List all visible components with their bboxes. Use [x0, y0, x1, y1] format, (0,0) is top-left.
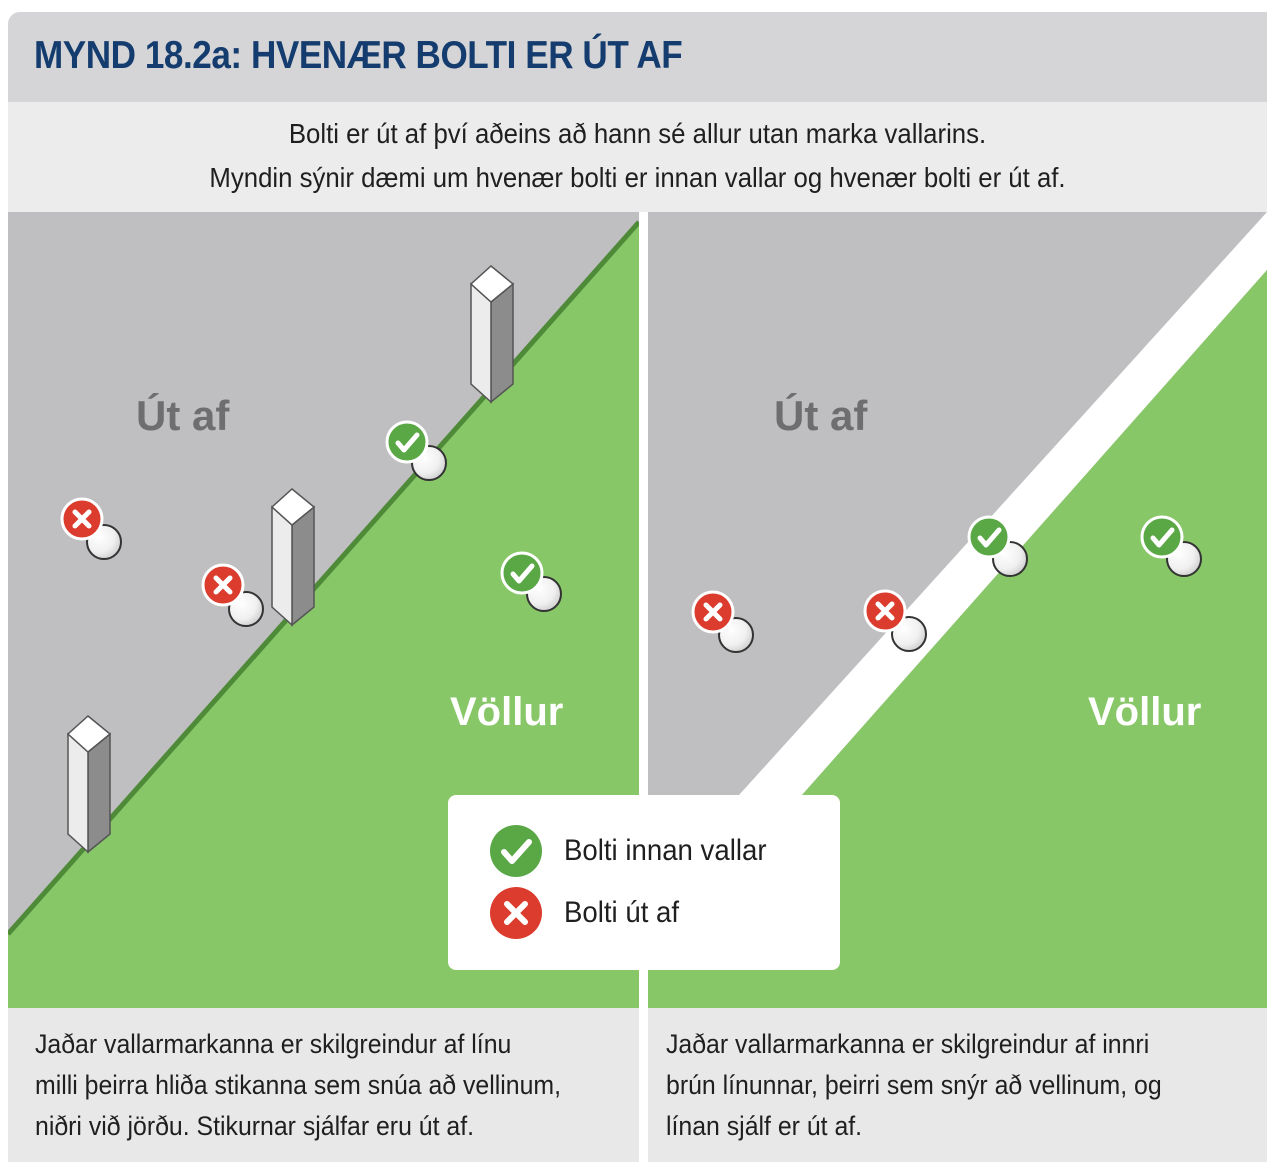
- boundary-stake-icon: [470, 265, 514, 403]
- check-icon: [502, 553, 542, 593]
- boundary-line-left: [8, 220, 641, 936]
- illustration: Út af Völlur Út af Völlur: [8, 212, 1267, 1162]
- figure-frame: MYND 18.2a: HVENÆR BOLTI ER ÚT AF Bolti …: [8, 12, 1267, 1162]
- out-label-right: Út af: [774, 391, 868, 439]
- cross-icon: [62, 499, 102, 539]
- cross-icon: [203, 565, 243, 605]
- check-icon: [969, 517, 1009, 557]
- caption-left: Jaðar vallarmarkanna er skilgreindur af …: [35, 1024, 561, 1147]
- field-label-left: Völlur: [450, 690, 563, 734]
- legend-item-out: Bolti út af: [488, 885, 689, 941]
- panel-divider: [639, 212, 648, 1162]
- caption-right-line-1: Jaðar vallarmarkanna er skilgreindur af …: [666, 1029, 1150, 1059]
- legend: Bolti innan vallar Bolti út af: [448, 795, 840, 970]
- caption-right: Jaðar vallarmarkanna er skilgreindur af …: [666, 1024, 1162, 1147]
- header-bar: [8, 12, 1267, 102]
- cross-icon: [490, 887, 542, 939]
- check-icon: [490, 825, 542, 877]
- caption-left-line-3: niðri við jörðu. Stikurnar sjálfar eru ú…: [35, 1111, 475, 1141]
- caption-right-line-3: línan sjálf er út af.: [666, 1111, 863, 1141]
- caption-right-line-2: brún línunnar, þeirri sem snýr að vellin…: [666, 1070, 1162, 1100]
- field-label-right: Völlur: [1088, 690, 1201, 734]
- subtitle-band: [8, 102, 1267, 212]
- legend-out-label: Bolti út af: [564, 896, 680, 929]
- cross-icon: [693, 592, 733, 632]
- caption-left-line-1: Jaðar vallarmarkanna er skilgreindur af …: [35, 1029, 512, 1059]
- boundary-stake-icon: [67, 715, 111, 853]
- figure-title: MYND 18.2a: HVENÆR BOLTI ER ÚT AF: [34, 34, 683, 77]
- subtitle-line-2: Myndin sýnir dæmi um hvenær bolti er inn…: [209, 162, 1066, 193]
- boundary-line-right: [739, 212, 1267, 795]
- caption-left-line-2: milli þeirra hliða stikanna sem snúa að …: [35, 1070, 562, 1100]
- check-icon: [387, 422, 427, 462]
- check-icon: [1142, 517, 1182, 557]
- subtitle-line-1: Bolti er út af því aðeins að hann sé all…: [288, 118, 987, 149]
- legend-item-in: Bolti innan vallar: [488, 823, 784, 879]
- cross-icon: [865, 591, 905, 631]
- legend-in-label: Bolti innan vallar: [564, 834, 767, 867]
- out-label-left: Út af: [136, 391, 230, 439]
- boundary-stake-icon: [271, 488, 315, 626]
